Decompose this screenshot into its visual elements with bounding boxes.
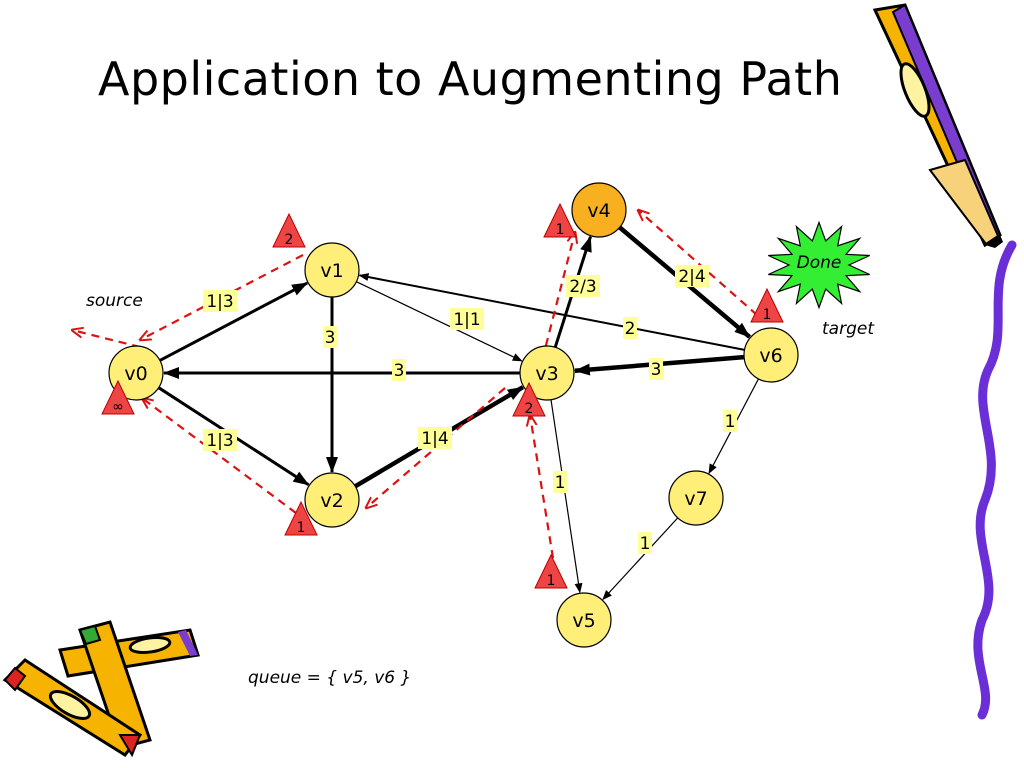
augmenting-path-arrow — [638, 210, 758, 316]
edge-label-v3-v4: 2/3 — [566, 275, 600, 297]
node-label: v7 — [684, 488, 707, 510]
edge-label-text: 1 — [640, 534, 651, 554]
node-label: v6 — [759, 345, 782, 367]
distance-badge-v4: 1 — [543, 202, 577, 238]
edge-v3-v5 — [550, 399, 583, 594]
pencil-icon — [872, 3, 1003, 248]
edge-label-text: 1 — [725, 412, 736, 432]
node-label: v2 — [320, 490, 343, 512]
distance-badge-label: 1 — [556, 222, 565, 238]
edge-label-v6-v7: 1 — [723, 410, 737, 432]
edge-label-v7-v5: 1 — [638, 532, 652, 554]
edge-label-text: 3 — [394, 361, 405, 381]
node-v0: v0 — [108, 345, 164, 401]
edge-v6-v1 — [358, 273, 745, 351]
distance-badge-label: 2 — [285, 232, 294, 248]
distance-badge-label: 2 — [525, 401, 534, 417]
labels-triangles-layer: 2 ∞ 1 2 1 1 1 — [101, 202, 784, 589]
node-label: v3 — [535, 363, 558, 385]
node-v5: v5 — [556, 592, 612, 648]
distance-badge-label: 1 — [547, 573, 556, 589]
augmenting-path-arrow — [142, 398, 297, 514]
target-label: target — [822, 319, 875, 339]
done-label: Done — [797, 253, 842, 273]
done-star: Done — [768, 220, 870, 310]
edge-labels-layer: 1|3 1|3 3 1|1 1|4 3 2/3 2|4 2 3 1 1 1 — [203, 265, 737, 554]
distance-badge-v0: ∞ — [101, 379, 135, 415]
edge-label-v1-v3: 1|1 — [450, 308, 484, 330]
node-label: v4 — [587, 200, 610, 222]
slide-title: Application to Augmenting Path — [98, 52, 843, 106]
distance-badge-v6: 1 — [750, 287, 784, 323]
node-v3: v3 — [519, 345, 575, 401]
augmenting-path-arrow — [530, 415, 555, 559]
source-label: source — [86, 291, 143, 311]
distance-badge-label: ∞ — [112, 399, 124, 415]
edge-label-text: 2/3 — [569, 277, 596, 297]
node-v1: v1 — [304, 242, 360, 298]
nodes-layer: v0 v1 v2 v3 v4 v5 v6 v7 — [108, 182, 799, 648]
edge-label-text: 1 — [555, 473, 566, 493]
edge-label-v0-v1: 1|3 — [203, 290, 237, 312]
edge-label-text: 1|3 — [206, 292, 233, 312]
distance-badge-v3: 2 — [512, 381, 546, 417]
distance-badge-v2: 1 — [284, 500, 318, 536]
node-v4: v4 — [571, 182, 627, 238]
edge-label-v6-v1: 2 — [623, 317, 637, 339]
node-v6: v6 — [743, 327, 799, 383]
augmenting-path-arrow — [72, 330, 141, 349]
edge-label-v3-v5: 1 — [553, 471, 567, 493]
edge-label-v3-v0: 3 — [392, 359, 406, 381]
edge-label-v1-v2: 3 — [323, 326, 337, 348]
edge-v1-v3 — [356, 281, 523, 362]
augmenting-path-layer — [72, 210, 758, 559]
edge-v7-v5 — [602, 517, 679, 601]
node-label: v5 — [572, 610, 595, 632]
edge-label-text: 2|4 — [678, 267, 705, 287]
edge-label-v2-v3: 1|4 — [418, 427, 452, 449]
edge-label-text: 1|3 — [206, 431, 233, 451]
distance-badge-label: 1 — [763, 307, 772, 323]
edge-label-text: 3 — [325, 328, 336, 348]
edge-label-v4-v6: 2|4 — [675, 265, 709, 287]
distance-badge-v1: 2 — [272, 212, 306, 248]
edge-label-text: 2 — [625, 319, 636, 339]
wavy-decoration — [973, 240, 1017, 720]
edge-label-text: 3 — [651, 360, 662, 380]
edge-v0-v1 — [159, 281, 309, 362]
edge-label-text: 1|1 — [453, 310, 480, 330]
edge-label-v6-v3: 3 — [649, 358, 663, 380]
node-v7: v7 — [668, 470, 724, 526]
queue-text: queue = { v5, v6 } — [248, 668, 411, 688]
distance-badge-v5: 1 — [534, 553, 568, 589]
edge-label-text: 1|4 — [421, 429, 448, 449]
crayons-icon — [2, 620, 200, 758]
distance-badge-label: 1 — [297, 520, 306, 536]
node-label: v0 — [124, 363, 147, 385]
node-v2: v2 — [304, 472, 360, 528]
node-label: v1 — [320, 260, 343, 282]
edge-label-v0-v2: 1|3 — [203, 429, 237, 451]
